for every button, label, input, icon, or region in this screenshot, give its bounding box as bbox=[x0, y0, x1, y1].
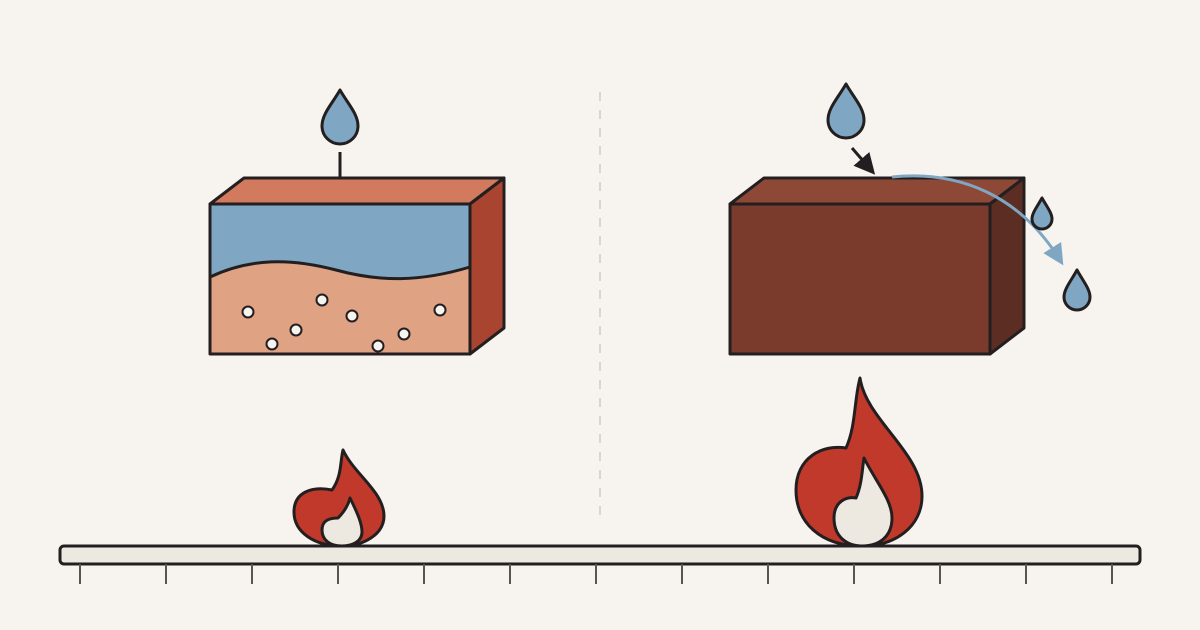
porous-brick-side bbox=[468, 176, 506, 356]
pore-icon bbox=[397, 327, 411, 341]
porous-brick-top bbox=[208, 176, 506, 206]
dense-brick-panel bbox=[728, 82, 1092, 548]
dense-brick bbox=[728, 176, 1026, 356]
absorbed-water-layer bbox=[210, 204, 470, 279]
porous-brick bbox=[208, 176, 506, 356]
pore-icon bbox=[345, 309, 359, 323]
flame-core bbox=[832, 456, 894, 548]
flame-core bbox=[320, 496, 364, 548]
porous-brick-front-outline bbox=[208, 202, 472, 356]
water-line bbox=[209, 260, 471, 281]
diagonal-arrow-icon bbox=[850, 147, 876, 175]
pore-icon bbox=[433, 303, 447, 317]
runoff-arrow-icon bbox=[891, 174, 1064, 266]
scale-bar bbox=[58, 544, 1142, 584]
water-drop-icon bbox=[1062, 268, 1092, 312]
water-drop-icon bbox=[1030, 196, 1054, 231]
scale-ticks bbox=[79, 564, 1113, 584]
dense-brick-front bbox=[728, 202, 992, 356]
small-flame bbox=[292, 448, 386, 548]
large-flame bbox=[794, 376, 924, 548]
water-drop-icon bbox=[826, 82, 866, 140]
pore-icon bbox=[289, 323, 303, 337]
pore-icon bbox=[265, 337, 279, 351]
dense-brick-top bbox=[728, 176, 1026, 206]
water-drop-icon bbox=[320, 88, 360, 146]
pore-icon bbox=[241, 305, 255, 319]
pores bbox=[241, 293, 447, 353]
scale-track bbox=[58, 544, 1142, 566]
pore-icon bbox=[315, 293, 329, 307]
porous-brick-panel bbox=[208, 88, 506, 548]
pore-icon bbox=[371, 339, 385, 353]
